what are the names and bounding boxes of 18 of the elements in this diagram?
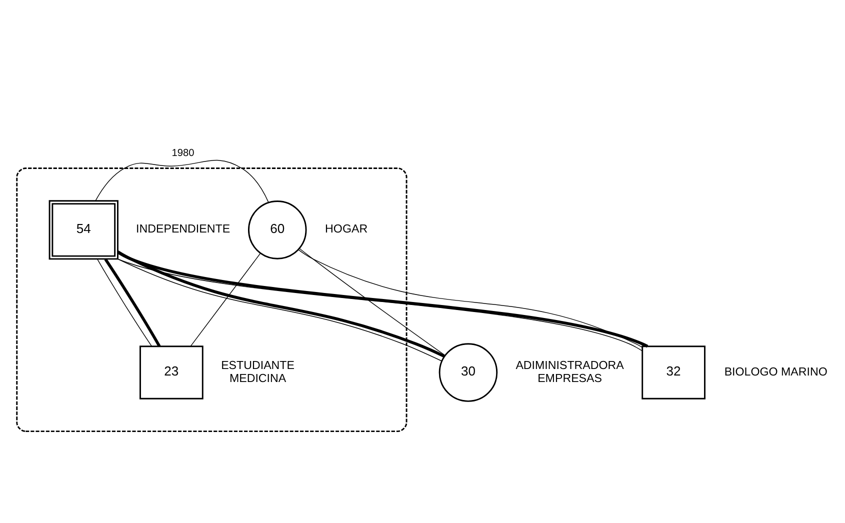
node-circle: 60 — [248, 200, 307, 260]
edge-label: 1980 — [172, 148, 194, 160]
cluster — [16, 168, 408, 432]
node-circle: 30 — [438, 343, 498, 402]
connector — [104, 258, 161, 348]
node-label: BIOLOGO MARINO — [724, 365, 828, 378]
node-box: 23 — [140, 346, 204, 400]
connector — [97, 258, 152, 347]
node-box: 54 — [48, 200, 118, 260]
connector — [95, 160, 269, 203]
connector — [190, 252, 261, 347]
connector — [298, 249, 643, 348]
node-label: HOGAR — [325, 222, 368, 236]
node-label: INDEPENDIENTE — [136, 222, 230, 236]
connector — [299, 248, 446, 356]
node-label: ADIMINISTRADORA EMPRESAS — [516, 358, 624, 385]
node-box: 32 — [642, 346, 706, 400]
node-label: ESTUDIANTE MEDICINA — [221, 358, 295, 385]
